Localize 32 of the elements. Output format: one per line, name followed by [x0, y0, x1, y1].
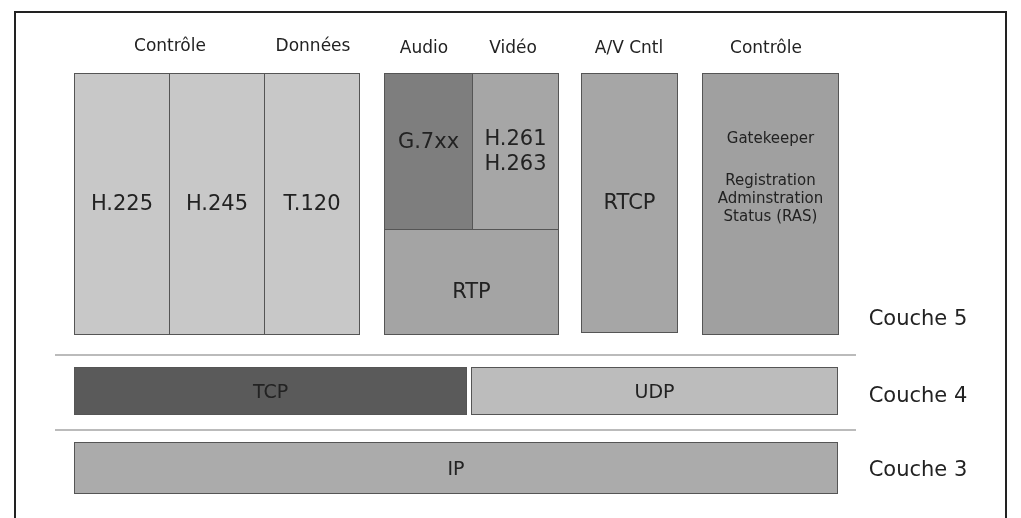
protocol-name: Gatekeeper — [726, 129, 815, 147]
column-heading: Données — [275, 35, 351, 55]
column-heading: Audio — [399, 37, 449, 57]
protocol-description: Registration Adminstration Status (RAS) — [716, 171, 825, 225]
protocol-box — [74, 367, 467, 415]
protocol-name: IP — [447, 456, 465, 480]
protocol-box — [384, 229, 559, 335]
protocol-name: H.225 — [90, 191, 154, 217]
protocol-box — [74, 442, 838, 494]
protocol-name: G.7xx — [397, 128, 460, 155]
column-heading: A/V Cntl — [594, 37, 664, 57]
protocol-name: T.120 — [283, 191, 341, 217]
protocol-name: RTCP — [603, 190, 656, 216]
protocol-box — [581, 73, 678, 333]
protocol-name: H.261 H.263 — [483, 126, 548, 177]
layer-label: Couche 3 — [868, 457, 968, 481]
column-heading: Vidéo — [489, 37, 537, 57]
protocol-box — [702, 73, 839, 335]
protocol-box — [384, 73, 473, 230]
column-heading: Contrôle — [730, 37, 802, 57]
protocol-box — [74, 73, 170, 335]
protocol-box — [169, 73, 265, 335]
protocol-box — [264, 73, 360, 335]
layer-label: Couche 4 — [868, 383, 968, 407]
protocol-name: UDP — [634, 379, 675, 403]
protocol-name: RTP — [452, 279, 491, 305]
protocol-name: TCP — [252, 379, 289, 403]
column-heading: Contrôle — [134, 35, 206, 55]
protocol-box — [471, 367, 838, 415]
protocol-box — [472, 73, 559, 230]
layer-label: Couche 5 — [868, 306, 968, 330]
protocol-name: H.245 — [185, 191, 249, 217]
